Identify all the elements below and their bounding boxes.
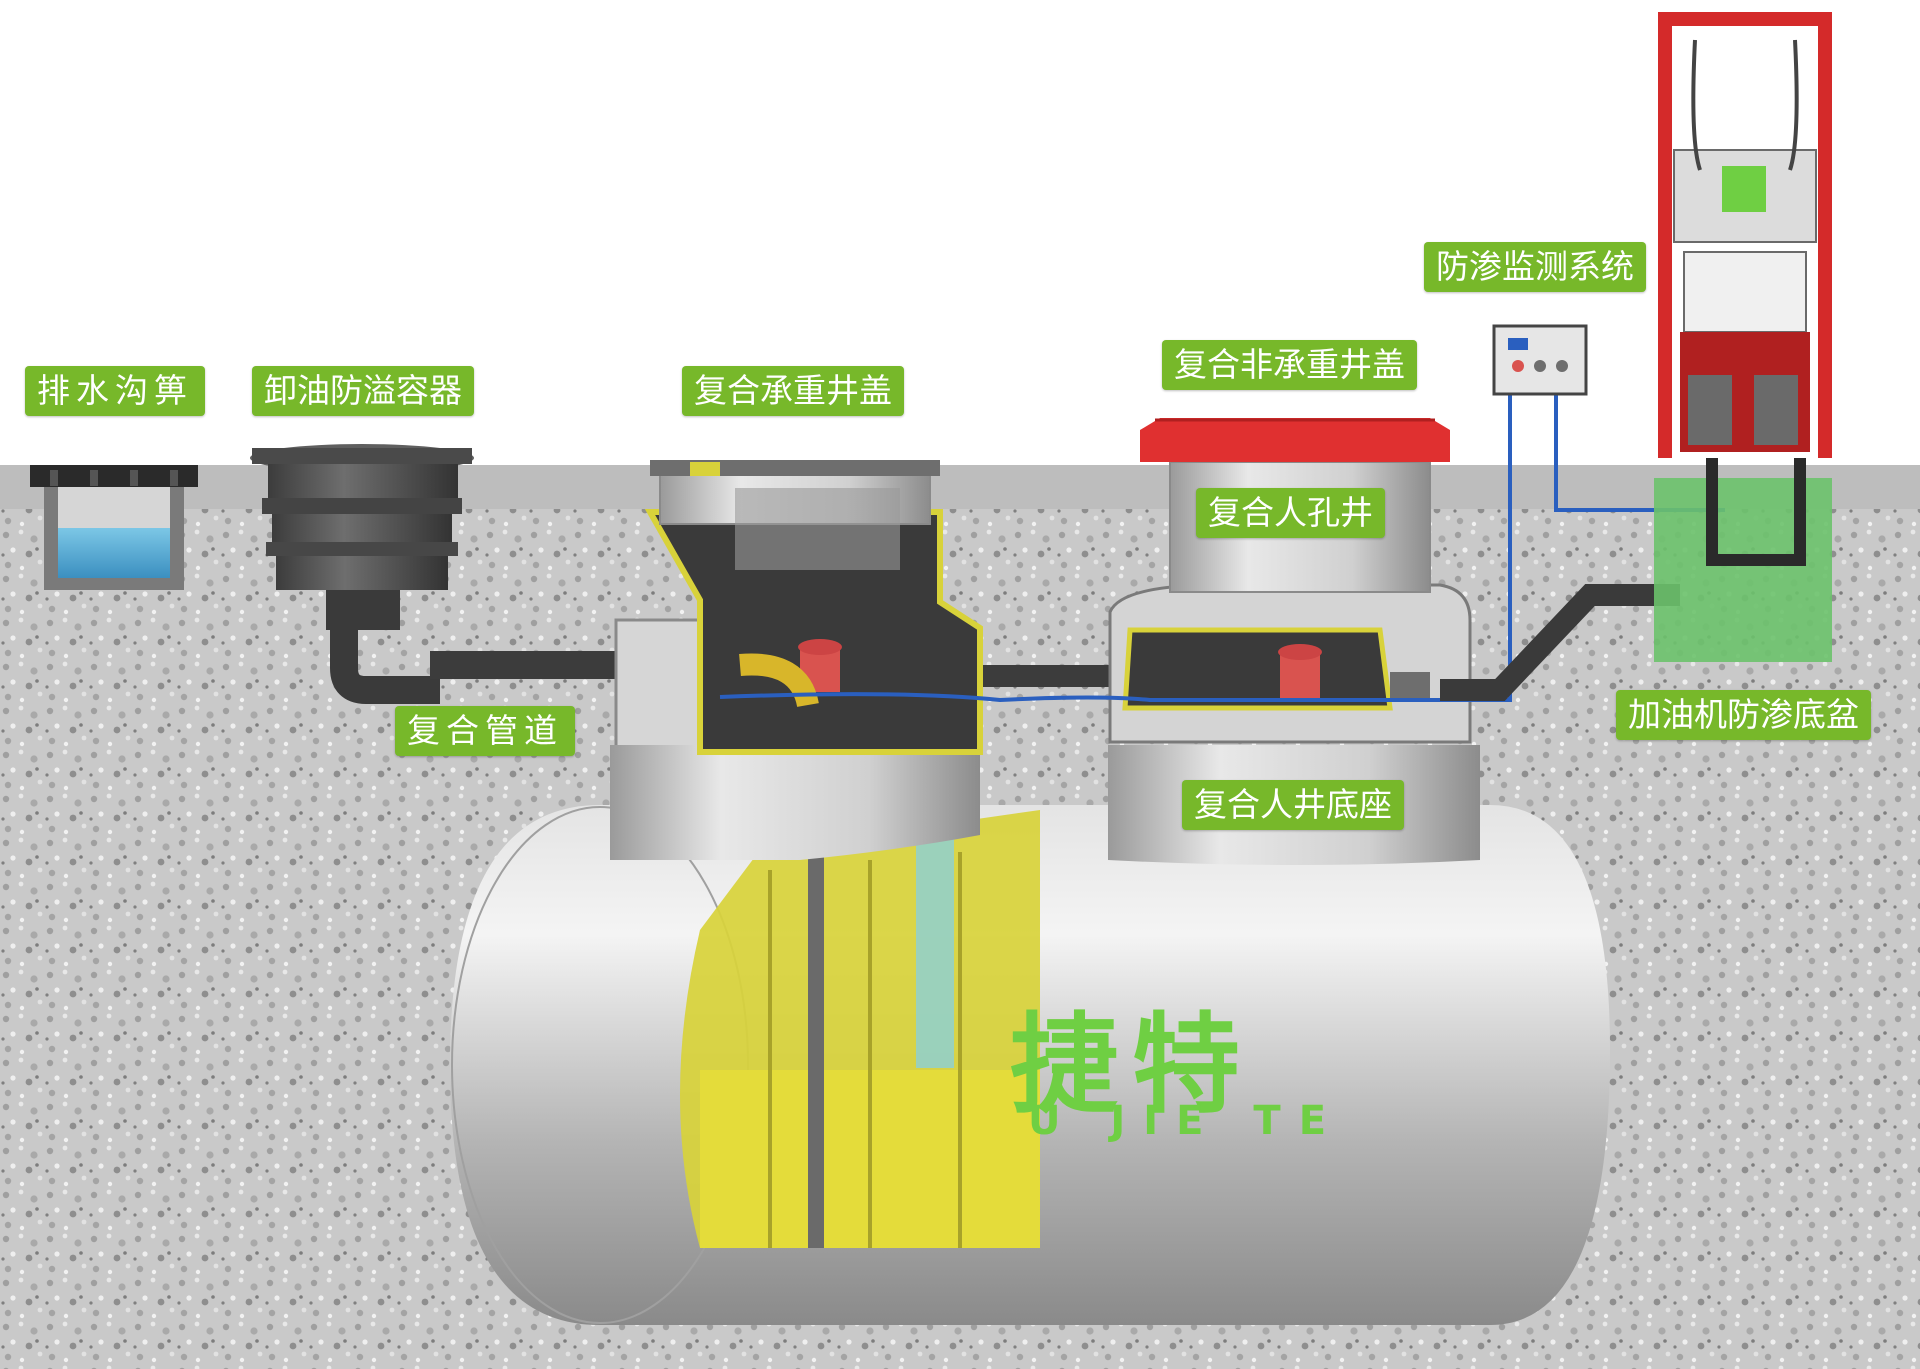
fuel-dispenser — [1658, 12, 1832, 566]
left-manhole — [610, 460, 983, 860]
label-drain-grate: 排水沟箅 — [25, 366, 205, 416]
label-composite-manhole: 复合人孔井 — [1196, 488, 1385, 538]
label-unloading-overflow-container: 卸油防溢容器 — [252, 366, 474, 416]
dispenser-feed-pipe — [1440, 584, 1680, 701]
brand-name-cn: 捷特 — [1010, 1003, 1255, 1128]
label-composite-loadbearing-cover: 复合承重井盖 — [682, 366, 904, 416]
drain-grate — [30, 465, 198, 590]
monitoring-cable — [719, 395, 1512, 703]
leak-monitoring-panel — [1492, 324, 1588, 396]
label-dispenser-sump: 加油机防渗底盆 — [1616, 690, 1871, 740]
brand-name-pinyin: U JIE TE — [1028, 1098, 1345, 1144]
label-composite-nonloadbearing-cover: 复合非承重井盖 — [1162, 340, 1417, 390]
unloading-overflow-container — [250, 444, 474, 704]
label-leak-monitoring-system: 防渗监测系统 — [1424, 242, 1646, 292]
composite-pipeline — [430, 651, 640, 679]
label-composite-manhole-base: 复合人井底座 — [1182, 780, 1404, 830]
pipe-connector — [966, 665, 1126, 687]
tank-cutaway — [680, 778, 1040, 1248]
label-composite-pipeline: 复合管道 — [395, 706, 575, 756]
